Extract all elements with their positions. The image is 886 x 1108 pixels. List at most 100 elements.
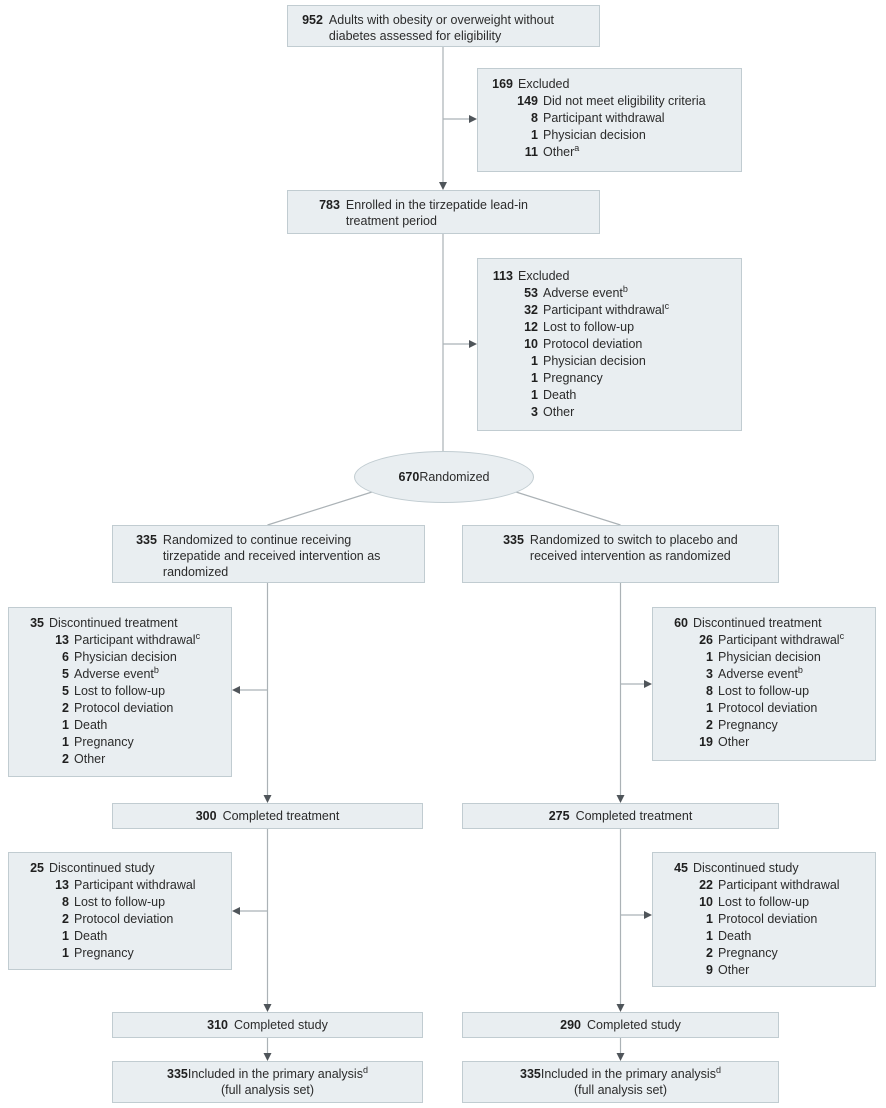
- reason-count: 2: [62, 912, 69, 926]
- reason-row: 5 Adverse eventb: [17, 664, 223, 683]
- reason-label: Participant withdrawalc: [74, 630, 201, 647]
- reason-row: 10 Protocol deviation: [486, 336, 733, 353]
- reason-row: 1 Protocol deviation: [661, 700, 867, 717]
- reason-label: Pregnancy: [543, 371, 603, 385]
- reason-row: 9 Other: [661, 962, 867, 979]
- primary-analysis-tirzepatide-line1: 335 Included in the primary analysisd: [167, 1064, 368, 1082]
- reason-label: Pregnancy: [718, 718, 778, 732]
- footnote-marker: a: [574, 142, 580, 153]
- reason-label: Other: [718, 963, 750, 977]
- arm-placebo-count: 335: [503, 533, 524, 547]
- reason-label: Othera: [543, 142, 580, 159]
- excluded-screening-label: Excluded: [518, 77, 570, 91]
- reason-row: 2 Pregnancy: [661, 945, 867, 962]
- completed-study-tirzepatide-count: 310: [207, 1018, 229, 1032]
- reason-row: 2 Other: [17, 751, 223, 768]
- reason-count: 10: [524, 337, 538, 351]
- reason-count: 10: [699, 895, 713, 909]
- disc-treatment-tirzepatide-count: 35: [30, 616, 44, 630]
- reason-row: 8 Lost to follow-up: [17, 894, 223, 911]
- reason-label: Physician decision: [543, 354, 646, 368]
- excluded-screening-header: 169 Excluded: [486, 76, 733, 93]
- disc-treatment-tirzepatide-label: Discontinued treatment: [49, 616, 178, 630]
- reason-count: 32: [524, 303, 538, 317]
- disc-study-tirzepatide-items: 13 Participant withdrawal 8 Lost to foll…: [17, 877, 223, 962]
- reason-row: 3 Adverse eventb: [661, 665, 867, 683]
- reason-count: 11: [524, 145, 538, 159]
- reason-count: 9: [706, 963, 713, 977]
- reason-count: 13: [55, 878, 69, 892]
- reason-count: 1: [531, 128, 538, 142]
- reason-row: 1 Physician decision: [661, 649, 867, 666]
- reason-count: 1: [62, 929, 69, 943]
- reason-label: Lost to follow-up: [74, 684, 166, 698]
- primary-analysis-placebo-subtext: (full analysis set): [573, 1083, 668, 1097]
- disc-study-placebo-items: 22 Participant withdrawal 10 Lost to fol…: [661, 877, 867, 979]
- reason-label: Lost to follow-up: [74, 895, 166, 909]
- disc-treatment-placebo-header: 60 Discontinued treatment: [661, 615, 867, 632]
- reason-row: 1 Death: [17, 717, 223, 734]
- reason-row: 149 Did not meet eligibility criteria: [486, 93, 733, 110]
- box-primary-analysis-tirzepatide: 335 Included in the primary analysisd (f…: [112, 1061, 423, 1103]
- reason-label: Adverse eventb: [74, 664, 159, 681]
- footnote-marker: c: [839, 630, 845, 641]
- reason-count: 2: [62, 752, 69, 766]
- reason-label: Physician decision: [718, 650, 821, 664]
- box-arm-tirzepatide: 335 Randomized to continue receiving tir…: [112, 525, 425, 583]
- reason-row: 1 Pregnancy: [17, 734, 223, 751]
- disc-treatment-placebo-count: 60: [674, 616, 688, 630]
- reason-count: 1: [531, 371, 538, 385]
- disc-study-tirzepatide-count: 25: [30, 861, 44, 875]
- box-discontinued-treatment-placebo: 60 Discontinued treatment 26 Participant…: [652, 607, 876, 761]
- reason-label: Other: [74, 752, 106, 766]
- reason-count: 1: [62, 735, 69, 749]
- reason-label: Death: [74, 718, 108, 732]
- reason-row: 12 Lost to follow-up: [486, 319, 733, 336]
- randomized-count: 670: [398, 470, 420, 484]
- reason-row: 2 Pregnancy: [661, 717, 867, 734]
- reason-count: 1: [531, 354, 538, 368]
- reason-row: 1 Death: [486, 387, 733, 404]
- enrolled-count: 783: [319, 198, 340, 212]
- reason-count: 3: [706, 667, 713, 681]
- footnote-marker: c: [195, 630, 201, 641]
- box-excluded-screening: 169 Excluded 149 Did not meet eligibilit…: [477, 68, 742, 172]
- disc-treatment-placebo-items: 26 Participant withdrawalc 1 Physician d…: [661, 630, 867, 751]
- reason-count: 22: [699, 878, 713, 892]
- completed-study-placebo-label: Completed study: [587, 1018, 681, 1032]
- reason-label: Pregnancy: [718, 946, 778, 960]
- footnote-marker: c: [664, 300, 670, 311]
- box-discontinued-study-tirzepatide: 25 Discontinued study 13 Participant wit…: [8, 852, 232, 970]
- disc-study-placebo-header: 45 Discontinued study: [661, 860, 867, 877]
- eligibility-count: 952: [302, 13, 323, 27]
- reason-count: 1: [706, 929, 713, 943]
- primary-analysis-tirzepatide-subtext: (full analysis set): [220, 1083, 315, 1097]
- reason-row: 13 Participant withdrawalc: [17, 630, 223, 649]
- randomized-label: Randomized: [419, 470, 490, 484]
- disc-study-tirzepatide-label: Discontinued study: [49, 861, 155, 875]
- disc-study-placebo-count: 45: [674, 861, 688, 875]
- reason-row: 1 Protocol deviation: [661, 911, 867, 928]
- reason-count: 53: [524, 286, 538, 300]
- arm-placebo-label: Randomized to switch to placebo and rece…: [529, 533, 738, 563]
- reason-label: Death: [74, 929, 108, 943]
- reason-count: 8: [706, 684, 713, 698]
- reason-count: 3: [531, 405, 538, 419]
- reason-row: 10 Lost to follow-up: [661, 894, 867, 911]
- reason-row: 1 Physician decision: [486, 127, 733, 144]
- reason-label: Other: [543, 405, 575, 419]
- reason-label: Participant withdrawal: [74, 878, 196, 892]
- primary-analysis-tirzepatide-count: 335: [167, 1067, 188, 1081]
- reason-label: Participant withdrawal: [718, 878, 840, 892]
- reason-row: 2 Protocol deviation: [17, 911, 223, 928]
- reason-row: 13 Participant withdrawal: [17, 877, 223, 894]
- disc-treatment-tirzepatide-header: 35 Discontinued treatment: [17, 615, 223, 632]
- box-completed-study-tirzepatide: 310 Completed study: [112, 1012, 423, 1038]
- completed-study-placebo-count: 290: [560, 1018, 582, 1032]
- reason-label: Participant withdrawal: [543, 111, 665, 125]
- reason-count: 13: [55, 633, 69, 647]
- primary-analysis-tirzepatide-label: Included in the primary analysisd: [187, 1064, 368, 1081]
- reason-row: 2 Protocol deviation: [17, 700, 223, 717]
